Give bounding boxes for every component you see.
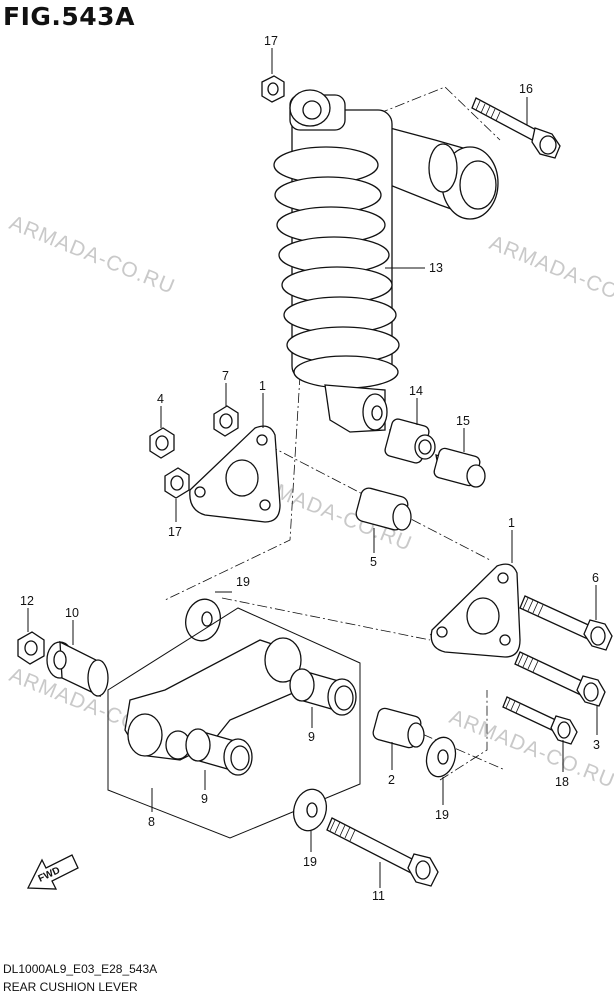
- collar-5: [355, 487, 412, 531]
- nut-4: [149, 427, 175, 459]
- callout-19: 19: [303, 855, 317, 869]
- bearing-9-b: [185, 728, 253, 776]
- callout-8: 8: [148, 815, 155, 829]
- collar-2: [372, 707, 425, 749]
- spring: [273, 146, 400, 389]
- collar-10: [46, 640, 109, 698]
- callout-15: 15: [456, 414, 470, 428]
- callout-4: 4: [157, 392, 164, 406]
- callout-11: 11: [372, 889, 385, 903]
- bearing-9-a: [289, 668, 357, 716]
- bolt-16: [471, 97, 561, 159]
- callout-1: 1: [508, 516, 515, 530]
- callout-16: 16: [519, 82, 533, 96]
- collar-15: [433, 447, 486, 488]
- bolt-11: [326, 817, 439, 887]
- callout-5: 5: [370, 555, 377, 569]
- bolt-18: [502, 696, 578, 745]
- rear-shock-absorber: [273, 89, 499, 433]
- callout-6: 6: [592, 571, 599, 585]
- washer-19-a: [185, 598, 221, 642]
- leader-lines: [27, 48, 598, 888]
- watermark: ARMADA-CO.RU: [6, 211, 178, 298]
- caption: REAR CUSHION LEVER: [3, 980, 138, 994]
- callout-7: 7: [222, 369, 229, 383]
- callout-3: 3: [593, 738, 600, 752]
- callout-1: 1: [259, 379, 266, 393]
- callout-18: 18: [555, 775, 569, 789]
- figure-title: FIG.543A: [3, 2, 135, 31]
- callout-19: 19: [435, 808, 449, 822]
- callout-14: 14: [409, 384, 423, 398]
- nut-12: [17, 631, 45, 665]
- washer-19-b: [425, 736, 457, 778]
- cushion-lever-8: [107, 607, 361, 839]
- fwd-arrow: FWD: [26, 854, 79, 890]
- bracket-1-upper: [189, 425, 281, 523]
- callout-2: 2: [388, 773, 395, 787]
- callout-13: 13: [429, 261, 443, 275]
- nut-17-top: [261, 75, 285, 103]
- nut-7: [213, 405, 239, 437]
- callout-17: 17: [168, 525, 182, 539]
- nut-17-lower: [164, 467, 190, 499]
- callout-19: 19: [236, 575, 250, 589]
- callouts: 17 16 13 7 4 1 14 15 17 5 1 19 12 10 6 9…: [20, 34, 600, 903]
- callout-10: 10: [65, 606, 79, 620]
- diagram-code: DL1000AL9_E03_E28_543A: [3, 962, 158, 976]
- bearing-14: [384, 418, 436, 464]
- callout-9: 9: [308, 730, 315, 744]
- bolt-3: [514, 651, 606, 707]
- callout-12: 12: [20, 594, 34, 608]
- callout-9: 9: [201, 792, 208, 806]
- washer-19-c: [292, 788, 328, 832]
- watermark: ARMADA-CO.RU: [486, 231, 614, 318]
- bolt-6: [519, 595, 613, 651]
- bracket-1-lower: [430, 563, 521, 658]
- callout-17: 17: [264, 34, 278, 48]
